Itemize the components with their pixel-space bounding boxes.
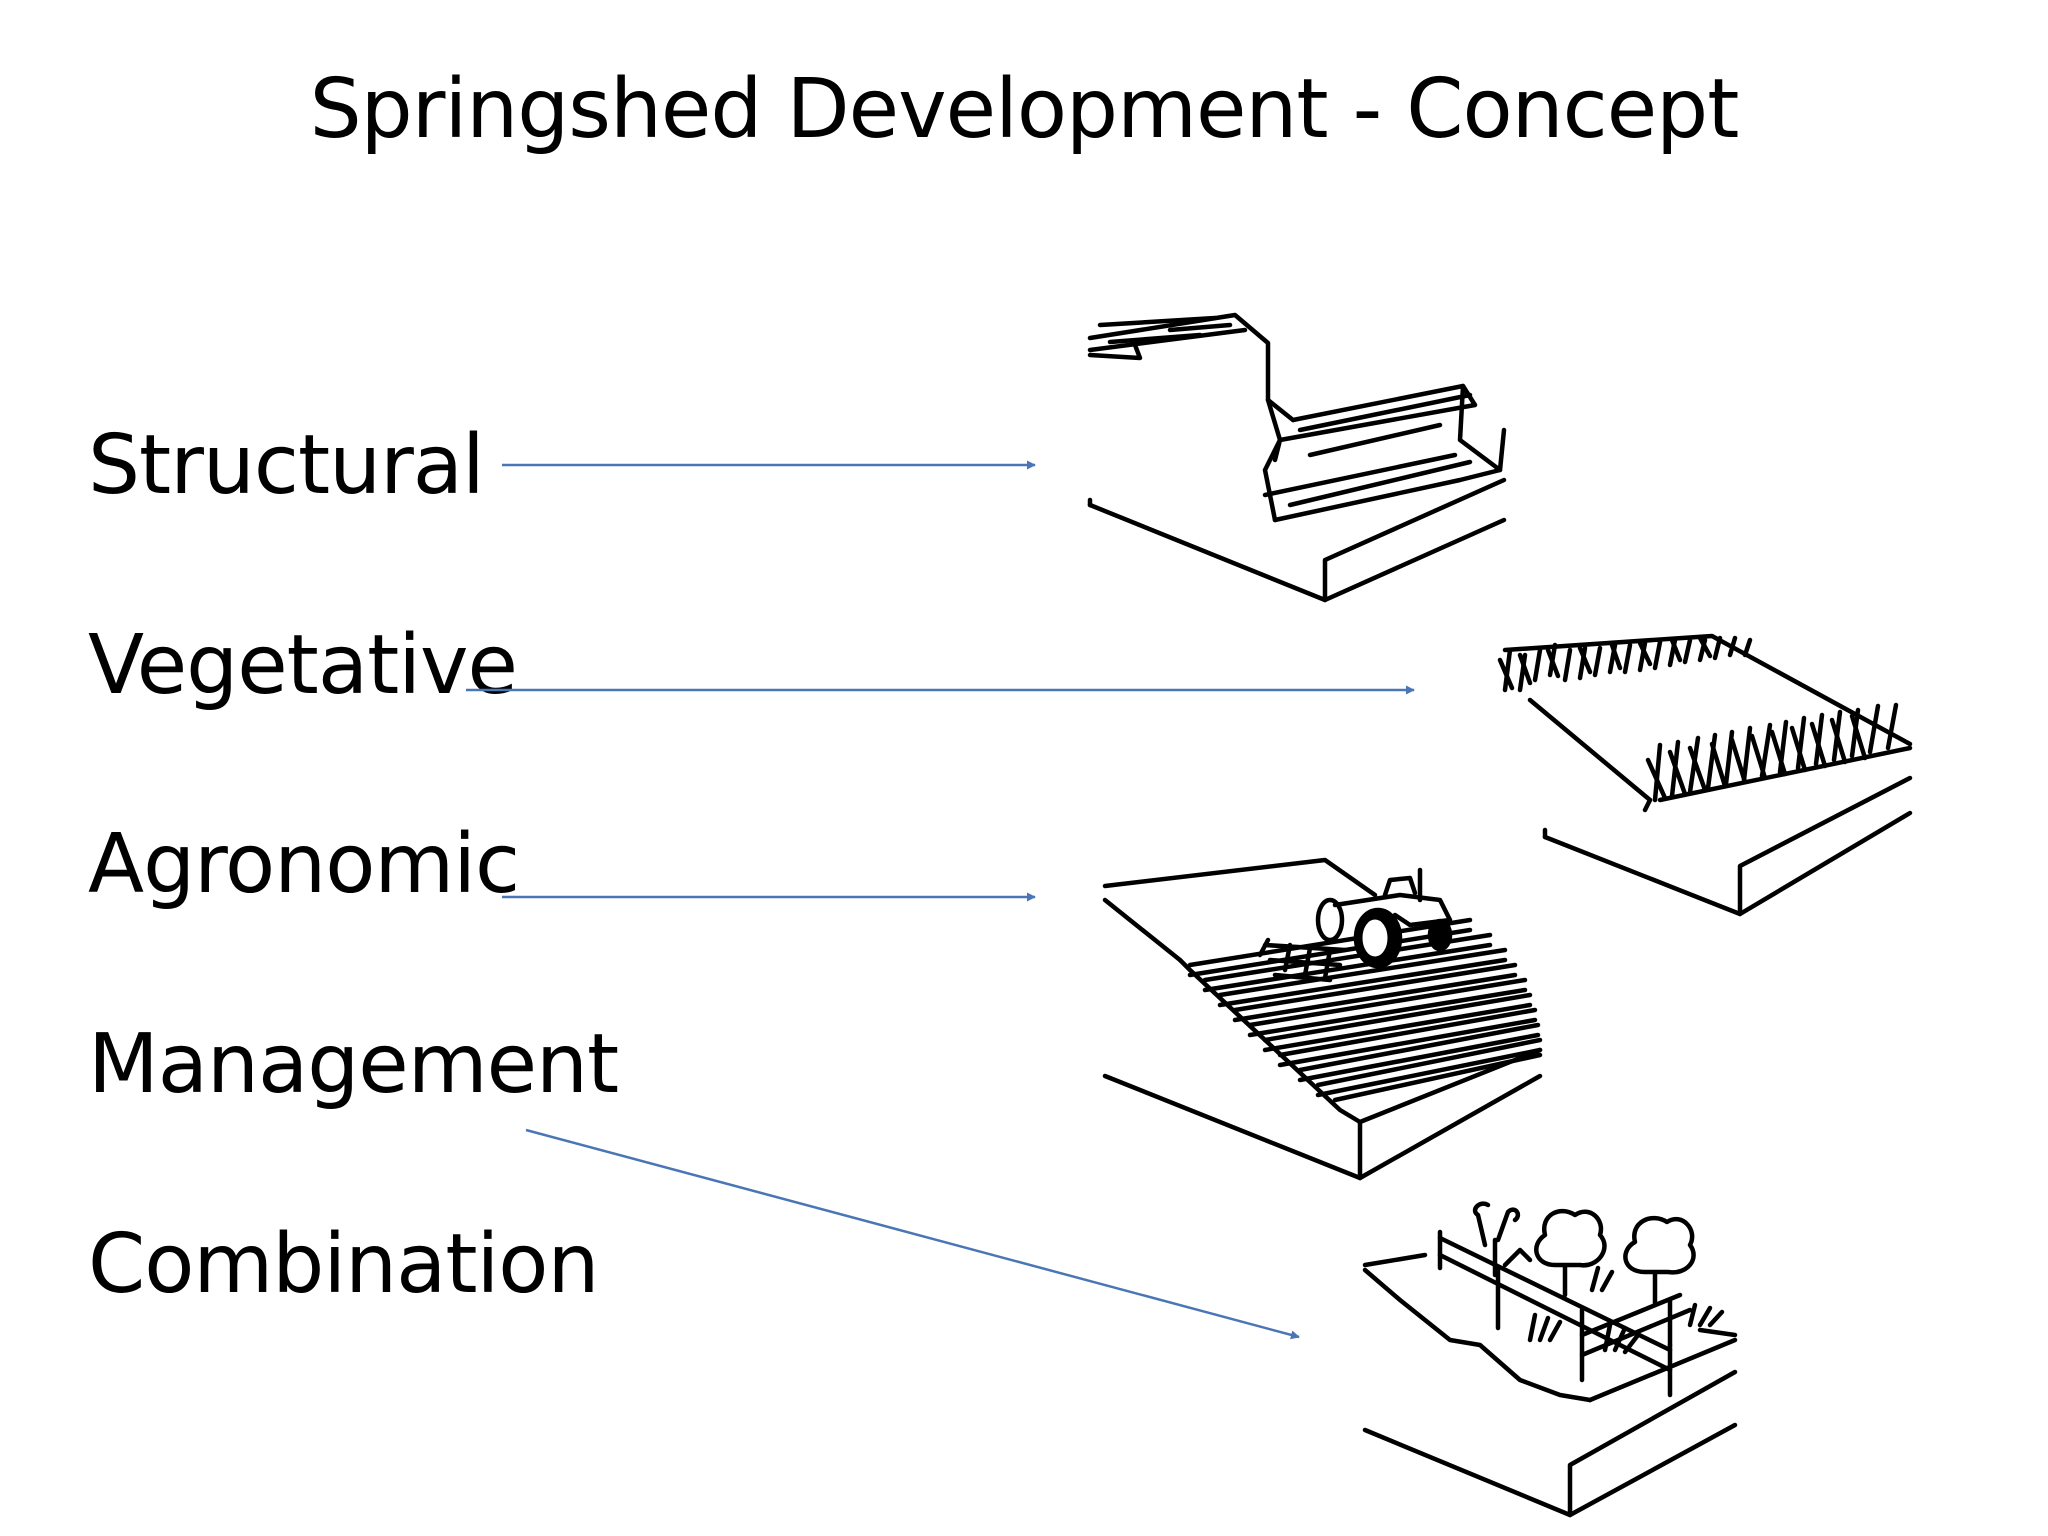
slide-title: Springshed Development - Concept	[309, 62, 1740, 157]
label-structural: Structural	[88, 418, 485, 513]
label-agronomic: Agronomic	[88, 817, 520, 912]
arrow-management	[525, 1128, 1300, 1340]
label-vegetative: Vegetative	[88, 618, 518, 713]
fenced-trees-illustration	[1362, 1201, 1738, 1518]
vegetative-strips-illustration	[1497, 633, 1913, 917]
tractor-plough-illustration	[1102, 857, 1543, 1181]
label-management: Management	[88, 1017, 619, 1112]
label-combination: Combination	[88, 1217, 599, 1312]
terraced-steps-illustration	[1087, 312, 1507, 603]
